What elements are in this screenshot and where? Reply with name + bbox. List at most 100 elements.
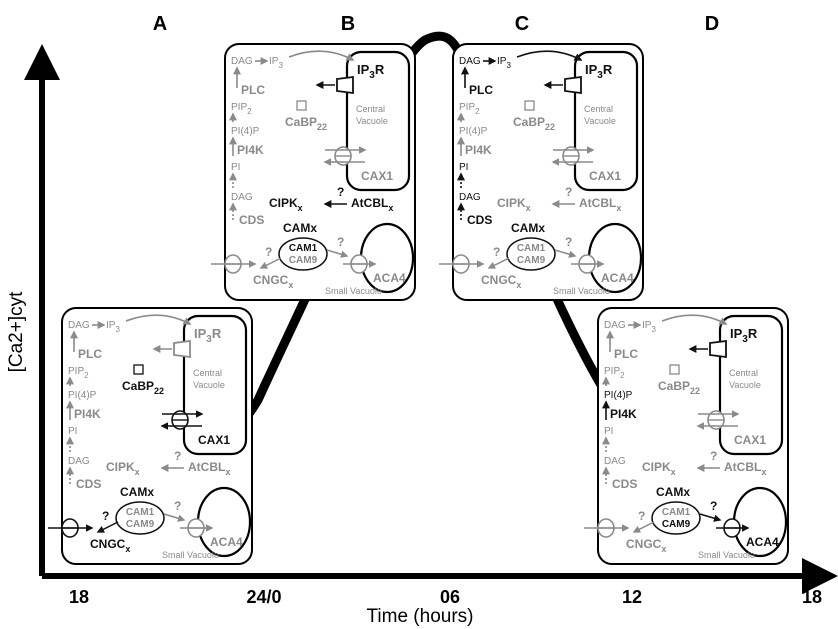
cell-d-cngc-question: ? <box>638 509 645 523</box>
cell-b-small-vacuole-label: Small Vacuole <box>325 286 382 296</box>
cell-d-pi4p-label: PI(4)P <box>604 390 633 401</box>
cell-b-pi4k-label: PI4K <box>237 143 264 157</box>
cell-c-plc-label: PLC <box>469 83 493 97</box>
cell-b-cds-label: CDS <box>239 213 264 227</box>
cell-d-cngc-label-subscript: x <box>661 544 666 554</box>
cell-b-cngc-label-subscript: x <box>288 280 293 290</box>
cell-b-ip3-receptor <box>337 77 353 93</box>
cell-b-cam1-label: CAM1 <box>289 243 318 254</box>
cell-a-cam9-label: CAM9 <box>126 519 155 530</box>
cell-d-ip3-receptor <box>710 341 726 357</box>
cell-a-plc-label: PLC <box>78 347 102 361</box>
x-axis-title: Time (hours) <box>367 606 474 627</box>
cell-c-cipk-label-subscript: x <box>526 203 531 213</box>
cell-a-cabp-label-subscript: 22 <box>154 386 164 396</box>
cell-a-small-vacuole-label: Small Vacuole <box>162 550 219 560</box>
cell-b-ip3-label-subscript: 3 <box>278 61 283 70</box>
cell-c-central-vacuole-label-2: Vacuole <box>584 116 616 126</box>
cell-c-cam1-label: CAM1 <box>517 243 546 254</box>
cell-c-aca4-label: ACA4 <box>601 271 634 285</box>
cell-a-camx-label: CAMx <box>120 485 154 499</box>
cell-d-cam1-label: CAM1 <box>662 507 691 518</box>
cell-d-dag-low: DAG <box>604 456 626 467</box>
cell-a-atcbl-label-subscript: x <box>225 467 230 477</box>
cell-d-small-vacuole-label: Small Vacuole <box>698 550 755 560</box>
cell-b-camx-label: CAMx <box>283 221 317 235</box>
cell-c-cax1-label: CAX1 <box>589 169 621 183</box>
cell-d-pip2-label-subscript: 2 <box>620 371 625 380</box>
cell-d-cipk-label-subscript: x <box>671 467 676 477</box>
cell-a-pi4k-label: PI4K <box>74 407 101 421</box>
cell-d-camx-label: CAMx <box>656 485 690 499</box>
cell-b-central-vacuole-label-2: Vacuole <box>356 116 388 126</box>
cell-c-ip3r-tail: R <box>603 62 613 77</box>
cell-d-atcbl-label-subscript: x <box>761 467 766 477</box>
cell-b-plc-label: PLC <box>241 83 265 97</box>
cell-c-pi4p-label: PI(4)P <box>459 126 488 137</box>
cell-a-cipk-question: ? <box>174 449 181 463</box>
cell-a-cngc-label-subscript: x <box>125 544 130 554</box>
cell-c-cipk-question: ? <box>565 185 572 199</box>
cell-d-plc-label: PLC <box>614 347 638 361</box>
column-label-d: D <box>705 13 719 35</box>
cell-a-dag-low: DAG <box>68 456 90 467</box>
cell-d-cipk-question: ? <box>710 449 717 463</box>
cell-b-aca4-question: ? <box>337 235 344 249</box>
cell-d-cabp-box <box>670 365 679 374</box>
cell-c-pi-label: PI <box>459 162 468 173</box>
x-tick-1: 18 <box>69 587 89 607</box>
cell-d-cax1-label: CAX1 <box>734 433 766 447</box>
cell-a-cabp-box <box>134 365 143 374</box>
cell-d-central-vacuole-label-2: Vacuole <box>729 380 761 390</box>
cell-a-pip2-label-subscript: 2 <box>84 371 89 380</box>
cell-b-atcbl-label-subscript: x <box>388 203 393 213</box>
cell-a-aca4-label: ACA4 <box>210 535 243 549</box>
cell-b-dag-low: DAG <box>231 192 253 203</box>
cell-a-pi4p-label: PI(4)P <box>68 390 97 401</box>
cell-d-cam9-label: CAM9 <box>662 519 691 530</box>
cell-b-cipk-question: ? <box>337 185 344 199</box>
cell-c-ip3-receptor <box>565 77 581 93</box>
cell-c-cabp-label-subscript: 22 <box>545 122 555 132</box>
cell-c-dag-low: DAG <box>459 192 481 203</box>
cell-c-atcbl-label-subscript: x <box>616 203 621 213</box>
cell-a-cax1-label: CAX1 <box>198 433 230 447</box>
x-tick-2: 24/0 <box>246 587 281 607</box>
cell-b-cabp-box <box>297 101 306 110</box>
column-label-c: C <box>515 13 529 35</box>
cell-a-cngc-question: ? <box>102 509 109 523</box>
x-tick-3: 06 <box>440 587 460 607</box>
cell-d-cds-label: CDS <box>612 477 637 491</box>
cell-c-aca4-question: ? <box>565 235 572 249</box>
cell-b-central-vacuole-label-1: Central <box>356 104 385 114</box>
cell-c-pi4k-label: PI4K <box>465 143 492 157</box>
cell-b-ip3r-tail: R <box>375 62 385 77</box>
cell-c-dag-top: DAG <box>459 56 481 67</box>
x-tick-4: 12 <box>622 587 642 607</box>
cell-b-pip2-label-subscript: 2 <box>247 107 252 116</box>
cell-c-central-vacuole-label-1: Central <box>584 104 613 114</box>
cell-a-ip3-label-subscript: 3 <box>115 325 120 334</box>
cell-a-cam1-label: CAM1 <box>126 507 155 518</box>
cell-c-cds-label: CDS <box>467 213 492 227</box>
column-label-b: B <box>341 13 355 35</box>
cell-b-cam9-label: CAM9 <box>289 255 318 266</box>
cell-c-cngc-question: ? <box>493 245 500 259</box>
cell-a-cipk-label-subscript: x <box>135 467 140 477</box>
cell-c-pip2-label-subscript: 2 <box>475 107 480 116</box>
cell-d-ip3r-tail: R <box>748 326 758 341</box>
cell-b-dag-top: DAG <box>231 56 253 67</box>
x-tick-5: 18 <box>802 587 822 607</box>
cell-d-pi4k-label: PI4K <box>610 407 637 421</box>
cell-c-cabp-box <box>525 101 534 110</box>
cell-d-central-vacuole-label-1: Central <box>729 368 758 378</box>
cell-c-panel: DAGIP3IP3RPLCPIP2CaBP22CentralVacuolePI(… <box>439 44 643 300</box>
cell-d-cabp-label-subscript: 22 <box>690 386 700 396</box>
cell-b-cngc-question: ? <box>265 245 272 259</box>
cell-a-central-vacuole-label-2: Vacuole <box>193 380 225 390</box>
cell-a-aca4-question: ? <box>174 499 181 513</box>
